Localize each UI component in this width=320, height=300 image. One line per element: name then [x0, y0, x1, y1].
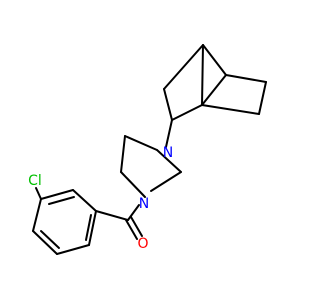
bond-piperazine-3	[120, 171, 146, 198]
bond-carbonyl-aryl	[95, 210, 129, 221]
bond-carbonyl-double-b	[130, 216, 143, 237]
bonds	[32, 44, 267, 255]
bond-ring-6	[88, 210, 97, 246]
chlorine-label: Cl	[28, 173, 42, 189]
oxygen-label: O	[137, 236, 148, 252]
bond-ring-4	[32, 230, 58, 255]
bond-bicyclo-5	[258, 81, 267, 115]
bond-ring-2	[40, 189, 74, 200]
bond-ring-inner-3	[85, 214, 92, 241]
nitrogen-lower-label: N	[139, 196, 149, 212]
bond-piperazine-2	[120, 135, 126, 173]
bond-bicyclo-1	[202, 44, 227, 76]
bond-nitrogen-carbonyl	[127, 204, 140, 221]
atom-labels: N N O Cl	[28, 145, 173, 252]
bond-ring-1	[72, 189, 97, 212]
bond-bicyclo-6	[201, 104, 260, 115]
bond-bicyclo-8	[163, 88, 173, 121]
bond-ring-3	[32, 198, 42, 232]
bond-carbonyl-double-a	[125, 219, 138, 240]
nitrogen-upper-label: N	[163, 145, 173, 161]
bond-bicyclo-3	[201, 44, 204, 106]
bond-piperazine-1	[124, 135, 158, 151]
bond-ring-inner-1	[48, 196, 75, 205]
bond-bicyclo-2	[201, 74, 227, 106]
bond-bicyclo-7	[171, 104, 203, 121]
molecule-structure: N N O Cl	[28, 44, 267, 255]
bond-aryl-chlorine	[35, 187, 42, 200]
bond-ring-inner-2	[40, 230, 60, 249]
bond-bicyclo-4	[225, 74, 267, 83]
bond-piperazine-4	[156, 149, 182, 173]
bond-bicyclo-9	[163, 44, 204, 90]
bond-piperazine-5	[150, 171, 182, 192]
bond-ring-5	[56, 244, 90, 255]
bond-ch-nitrogen	[165, 119, 173, 148]
